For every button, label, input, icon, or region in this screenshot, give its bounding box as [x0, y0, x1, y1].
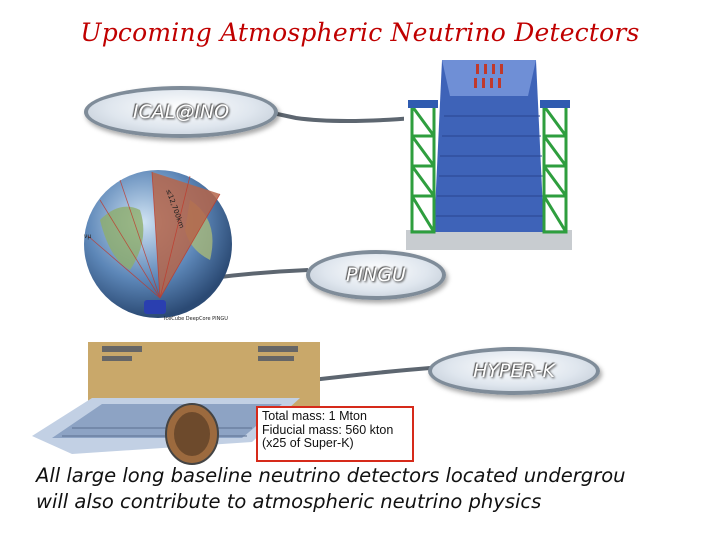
- footer-line-1: All large long baseline neutrino detecto…: [36, 464, 626, 487]
- globe-nu-label: νμ: [84, 233, 91, 240]
- pingu-bubble: PINGU: [306, 250, 446, 300]
- connector-ical: [267, 110, 415, 123]
- slide-title: Upcoming Atmospheric Neutrino Detectors: [80, 18, 640, 47]
- hyperk-image: [32, 342, 320, 465]
- footer-text: All large long baseline neutrino detecto…: [36, 463, 720, 515]
- ical-detector-image: [404, 56, 574, 252]
- hyperk-total-mass: Total mass: 1 Mton: [262, 409, 367, 423]
- pingu-globe-image: ≤12,700km νμ IceCube DeepCore PINGU: [84, 170, 232, 322]
- hyperk-fiducial-mass: Fiducial mass: 560 kton: [262, 422, 394, 437]
- footer-line-2: will also contribute to atmospheric neut…: [36, 490, 542, 513]
- globe-detector-label: IceCube DeepCore PINGU: [164, 316, 228, 322]
- connector-hyperk: [311, 366, 431, 382]
- ical-bubble: ICAL@INO: [84, 86, 278, 138]
- hyperk-superk-ratio: (x25 of Super-K): [262, 436, 354, 450]
- hyperk-bubble: HYPER-K: [428, 347, 600, 395]
- hyperk-mass-infobox: Total mass: 1 Mton Fiducial mass: 560 kt…: [256, 406, 414, 462]
